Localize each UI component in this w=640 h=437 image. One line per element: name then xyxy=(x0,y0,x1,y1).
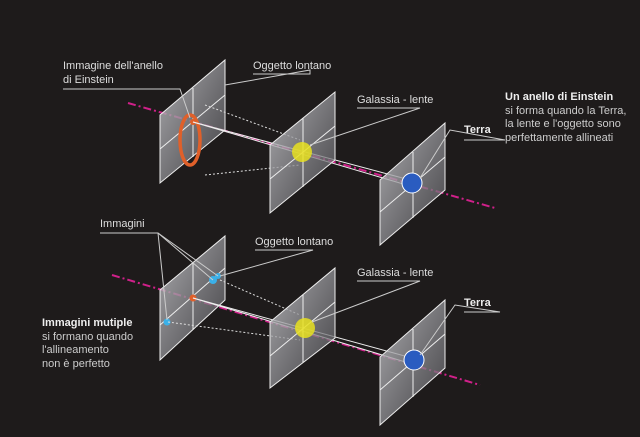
aligned-caption: Un anello di Einstein si forma quando la… xyxy=(505,91,626,145)
misaligned-scenario xyxy=(100,232,501,427)
caption-line: non è perfetto xyxy=(42,357,110,370)
earth xyxy=(403,349,425,371)
caption-line: la lente e l'oggetto sono xyxy=(505,118,621,130)
misaligned-caption: Immagini mutiple si formano quando l'all… xyxy=(42,317,133,371)
caption-line: l'allineamento xyxy=(42,344,109,356)
bottom-lens-label: Galassia - lente xyxy=(357,267,434,279)
image-spot xyxy=(163,318,171,326)
aligned-scenario xyxy=(63,58,506,247)
caption-line: perfettamente allineati xyxy=(505,131,614,144)
images-label: Immagini xyxy=(100,218,145,230)
lens-galaxy xyxy=(295,318,315,338)
bottom-earth-label: Terra xyxy=(464,297,491,309)
label-line: Immagine dell'anello xyxy=(63,60,163,72)
top-lens-label: Galassia - lente xyxy=(357,94,434,106)
caption-line: si forma quando la Terra, xyxy=(505,104,627,117)
lens-galaxy xyxy=(292,142,312,162)
bottom-source-label: Oggetto lontano xyxy=(255,236,334,248)
top-source-label: Oggetto lontano xyxy=(253,60,332,72)
caption-title: Un anello di Einstein xyxy=(505,91,614,103)
earth xyxy=(401,172,423,194)
caption-title: Immagini mutiple xyxy=(42,317,133,329)
top-earth-label: Terra xyxy=(464,124,491,136)
label-line: di Einstein xyxy=(63,73,114,86)
caption-line: si formano quando xyxy=(42,330,134,343)
einstein-ring xyxy=(178,113,202,167)
